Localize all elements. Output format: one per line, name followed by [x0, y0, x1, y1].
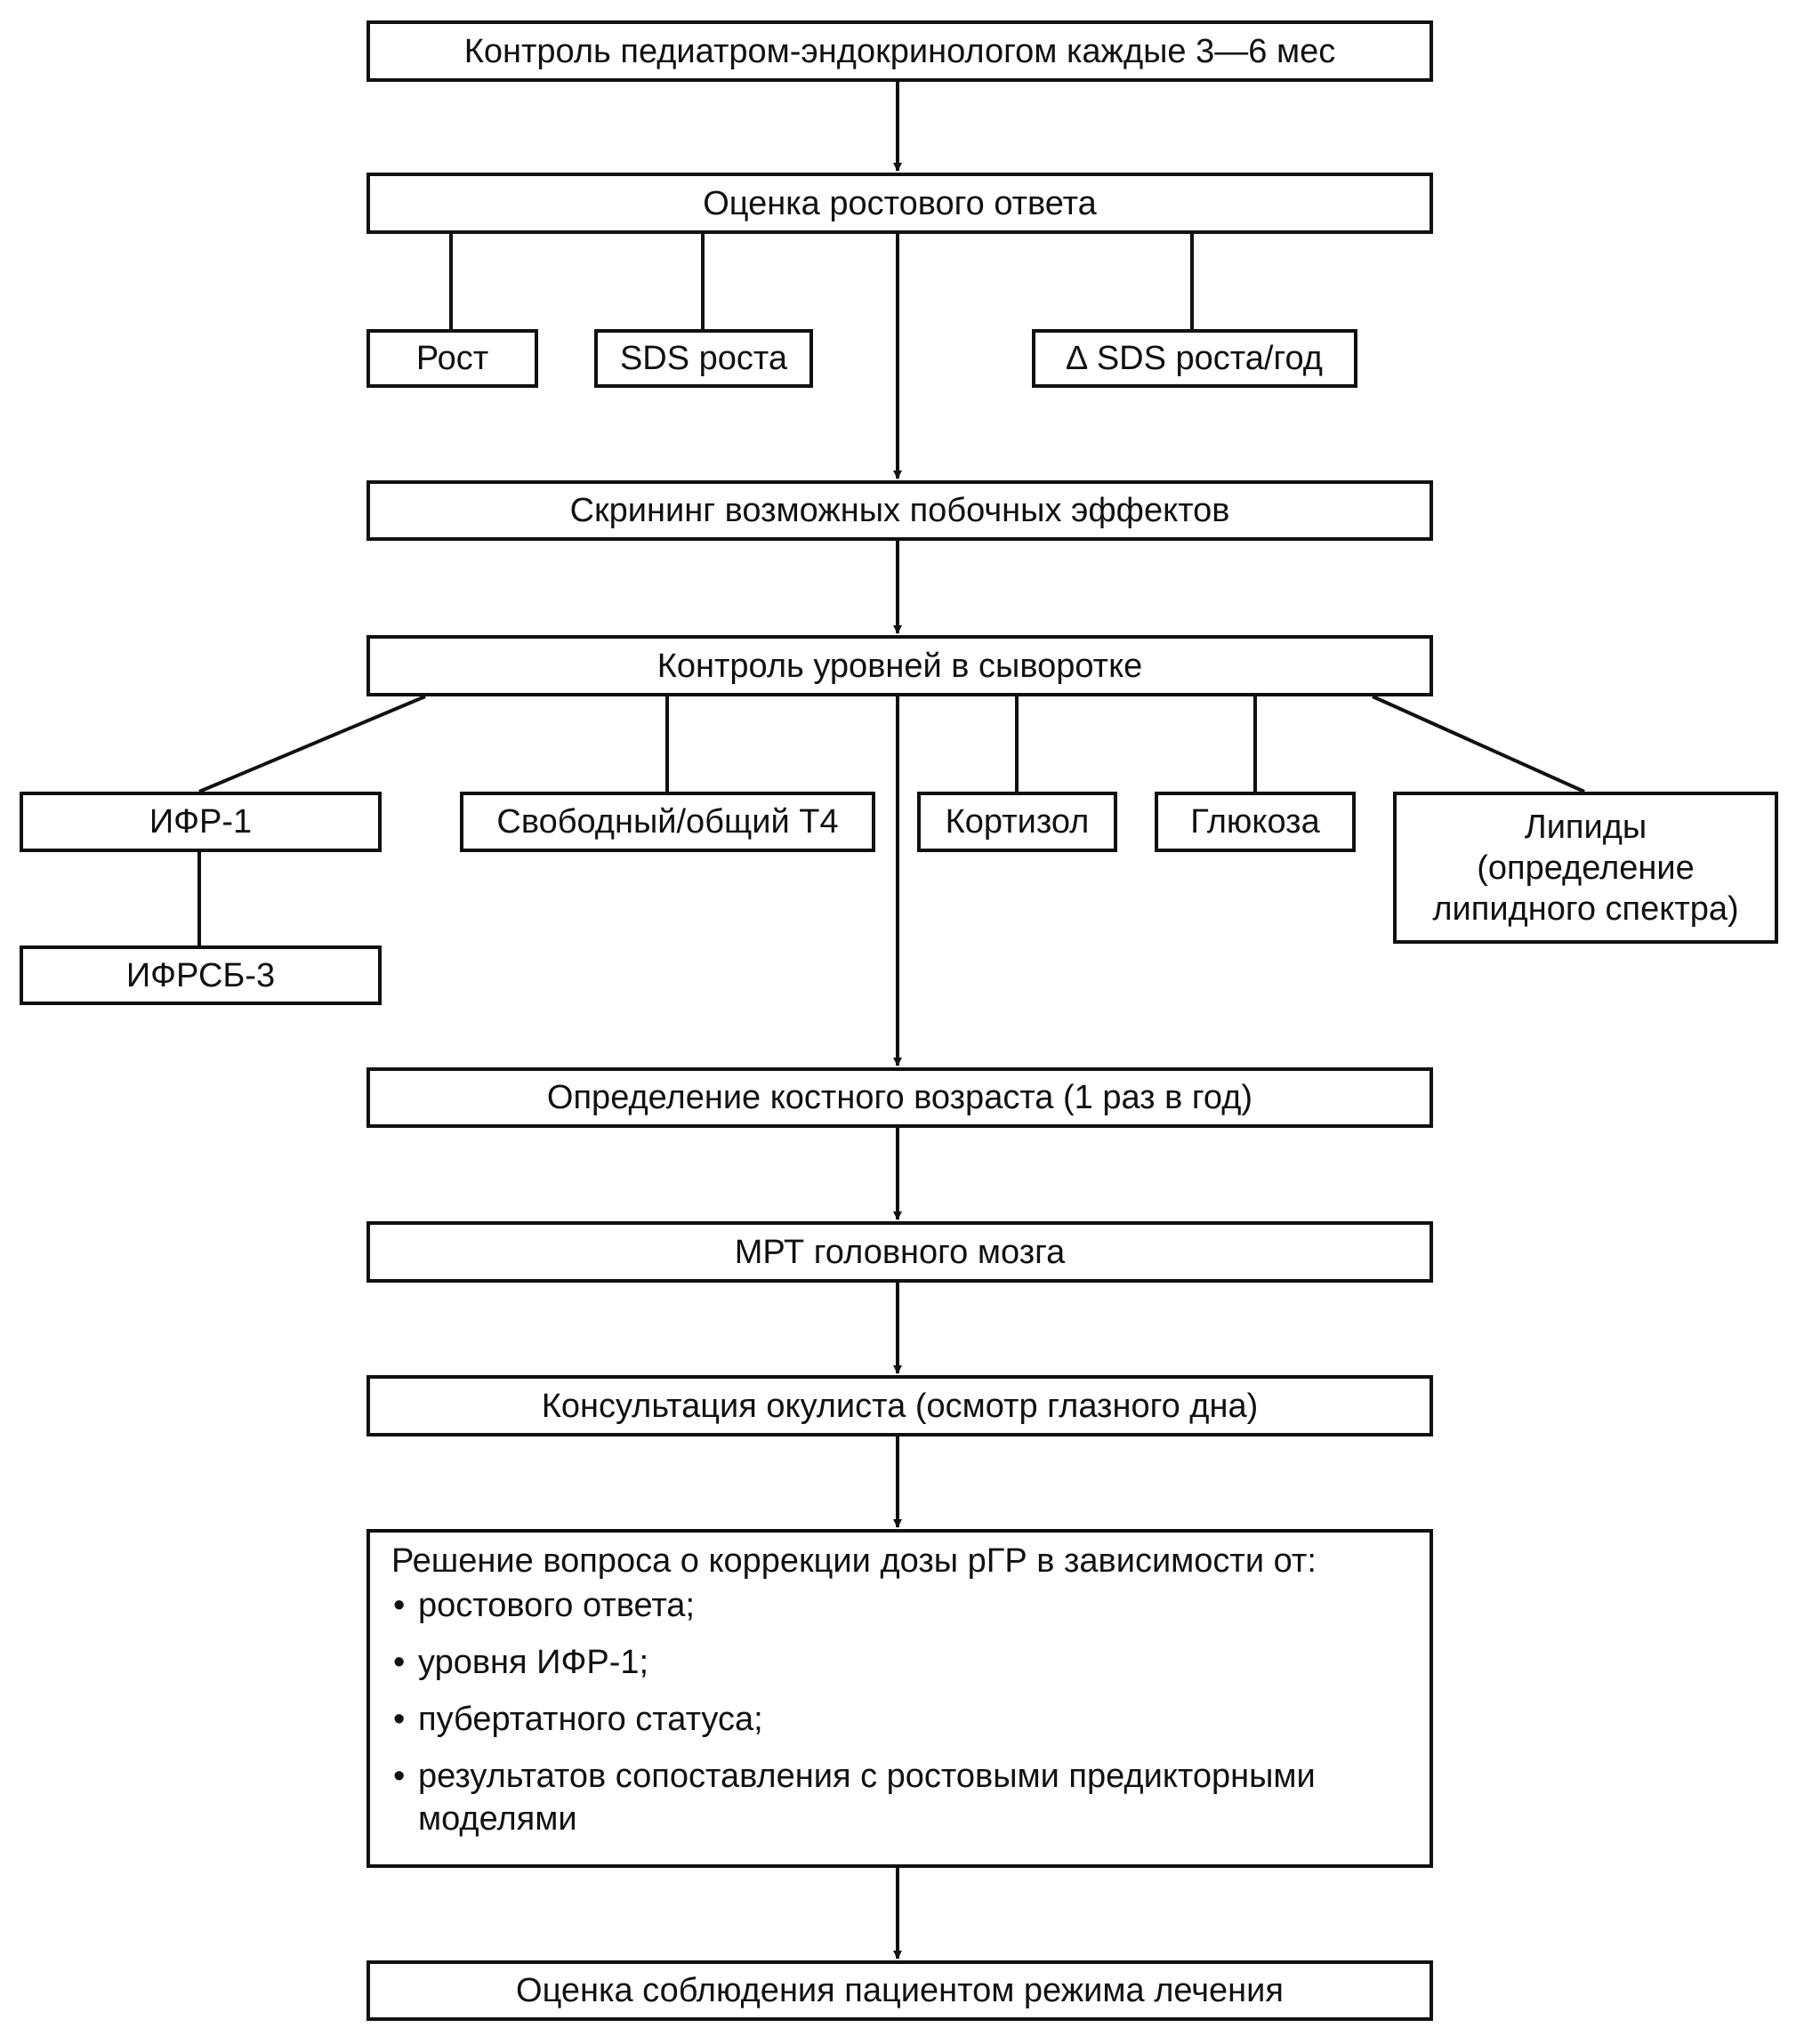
box-monitoring: Контроль педиатром-эндокринологом каждые…: [366, 20, 1433, 82]
box-dose-decision: Решение вопроса о коррекции дозы рГР в з…: [366, 1529, 1433, 1868]
list-item: пубертатного статуса;: [391, 1698, 1408, 1741]
lipids-line-2: (определение: [1477, 849, 1695, 887]
line-to-lipids: [1372, 695, 1585, 793]
box-igfbp3: ИФРСБ-3: [20, 946, 382, 1005]
box-t4: Свободный/общий Т4: [460, 792, 875, 852]
list-item: результатов сопоставления с ростовыми пр…: [391, 1755, 1408, 1840]
box-side-effects: Скрининг возможных побочных эффектов: [366, 480, 1433, 541]
box-growth-response: Оценка ростового ответа: [366, 173, 1433, 234]
line-to-igf1: [198, 695, 426, 793]
box-height: Рост: [366, 329, 538, 388]
box-bone-age: Определение костного возраста (1 раз в г…: [366, 1067, 1433, 1128]
list-item: уровня ИФР-1;: [391, 1641, 1408, 1684]
box-oculist: Консультация окулиста (осмотр глазного д…: [366, 1375, 1433, 1436]
box-compliance: Оценка соблюдения пациентом режима лечен…: [366, 1960, 1433, 2021]
box-serum-levels: Контроль уровней в сыворотке: [366, 635, 1433, 696]
box-delta-sds: ∆ SDS роста/год: [1032, 329, 1357, 388]
lipids-line-1: Липиды: [1524, 808, 1647, 846]
box-cortisol: Кортизол: [917, 792, 1117, 852]
box-height-sds: SDS роста: [594, 329, 813, 388]
list-item: ростового ответа;: [391, 1584, 1408, 1627]
dose-decision-heading: Решение вопроса о коррекции дозы рГР в з…: [391, 1542, 1317, 1580]
box-igf1: ИФР-1: [20, 792, 382, 852]
box-glucose: Глюкоза: [1155, 792, 1356, 852]
dose-decision-list: ростового ответа; уровня ИФР-1; пубертат…: [391, 1584, 1408, 1840]
lipids-line-3: липидного спектра): [1432, 889, 1739, 928]
box-lipids: Липиды (определение липидного спектра): [1393, 792, 1778, 944]
box-mri: МРТ головного мозга: [366, 1221, 1433, 1283]
